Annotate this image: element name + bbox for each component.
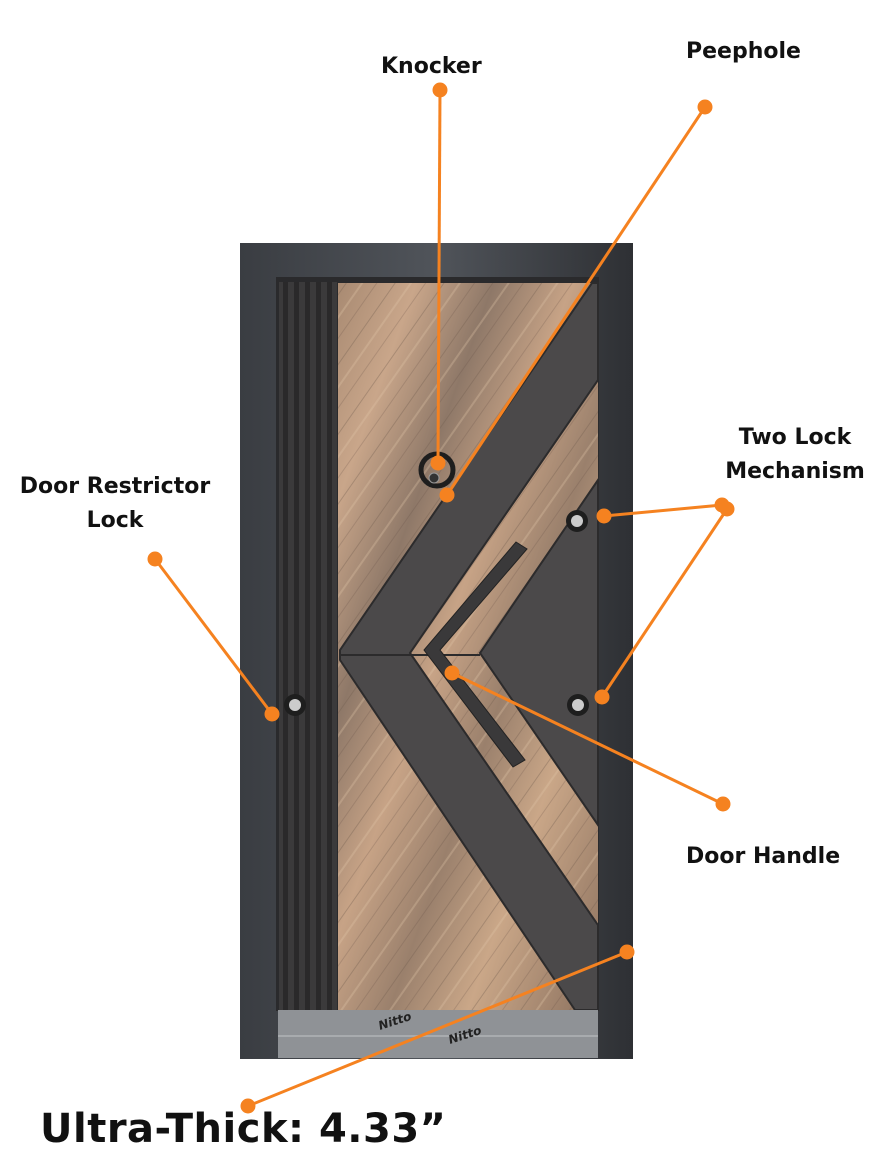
callouts — [147, 82, 735, 1114]
label-peephole: Peephole — [686, 39, 801, 64]
label-door-handle: Door Handle — [686, 844, 841, 869]
label-restrictor-lock: Door Restrictor Lock — [8, 470, 222, 538]
chevron-band-inner — [478, 476, 599, 829]
label-restrictor-line1: Door Restrictor — [19, 474, 211, 499]
label-two-lock: Two Lock Mechanism — [712, 421, 878, 489]
restrictor-lock — [284, 694, 306, 716]
thickness-title: Ultra-Thick: 4.33” — [40, 1106, 447, 1152]
label-two-lock-line2: Mechanism — [725, 459, 865, 484]
lock-lower — [567, 694, 589, 716]
label-two-lock-line1: Two Lock — [738, 425, 852, 450]
protective-film — [278, 1010, 598, 1058]
lock-upper — [566, 510, 588, 532]
label-knocker: Knocker — [381, 54, 482, 79]
label-restrictor-line2: Lock — [86, 508, 144, 533]
slatted-panel — [279, 282, 337, 1010]
door-handle — [423, 541, 528, 768]
